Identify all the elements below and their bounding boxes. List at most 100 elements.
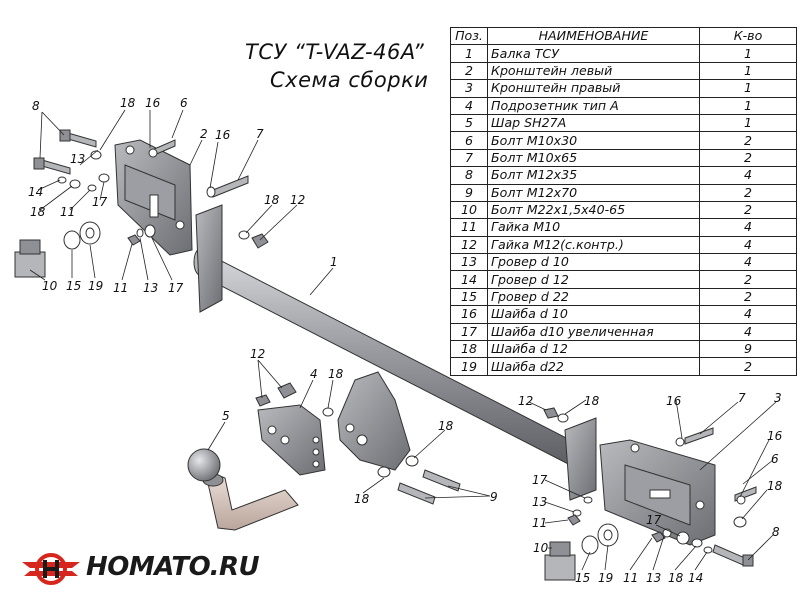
row-name: Гайка М10 (487, 218, 700, 237)
row-quantity: 2 (699, 183, 797, 202)
callout-2: 2 (200, 127, 208, 141)
callout-11: 11 (113, 281, 128, 295)
row-quantity: 2 (699, 200, 797, 220)
callout-3: 3 (774, 391, 782, 405)
row-quantity: 1 (699, 79, 797, 98)
fasteners-right (544, 427, 757, 581)
callout-17: 17 (646, 513, 662, 527)
row-quantity: 9 (699, 340, 797, 359)
row-name: Болт М12х70 (487, 183, 700, 202)
callout-11: 11 (623, 571, 638, 585)
row-position: 3 (450, 79, 488, 98)
callout-13: 13 (143, 281, 158, 295)
callout-1: 1 (330, 255, 338, 269)
callout-12: 12 (518, 394, 533, 408)
callout-17: 17 (532, 473, 548, 487)
callout-19: 19 (88, 279, 103, 293)
homato-logo-icon (22, 553, 80, 585)
left-bracket (114, 139, 193, 256)
callout-6: 6 (180, 96, 188, 110)
row-quantity: 1 (699, 61, 797, 81)
callout-11: 11 (60, 205, 75, 219)
callout-16: 16 (666, 394, 682, 408)
diagram-subtitle: Схема сборки (270, 68, 429, 92)
row-name: Гровер d 12 (487, 270, 700, 289)
callout-15: 15 (575, 571, 590, 585)
row-position: 13 (450, 253, 488, 272)
row-name: Болт М12х35 (487, 166, 700, 185)
tow-beam (193, 204, 597, 501)
row-quantity: 1 (699, 113, 797, 133)
callout-18: 18 (120, 96, 136, 110)
row-quantity: 2 (699, 131, 797, 150)
row-name: Гровер d 10 (487, 253, 700, 272)
row-quantity: 1 (699, 44, 797, 63)
header-quantity: К-во (699, 26, 797, 46)
row-quantity: 4 (699, 218, 797, 237)
parts-table-header: Поз. НАИМЕНОВАНИЕ К-во (450, 26, 797, 46)
callout-18: 18 (264, 193, 280, 207)
callout-16: 16 (215, 128, 231, 142)
callout-13: 13 (646, 571, 661, 585)
row-position: 9 (450, 183, 488, 202)
callout-6: 6 (771, 452, 779, 466)
callout-4: 4 (310, 367, 318, 381)
row-name: Шайба d22 (487, 357, 700, 376)
row-name: Кронштейн левый (487, 61, 700, 81)
callout-18: 18 (668, 571, 684, 585)
row-quantity: 4 (699, 305, 797, 324)
row-name: Болт М10х30 (487, 131, 700, 150)
row-quantity: 4 (699, 235, 797, 255)
row-position: 7 (450, 148, 488, 168)
socket-plate (257, 404, 326, 476)
callout-19: 19 (598, 571, 613, 585)
row-name: Болт М10х65 (487, 148, 700, 168)
callout-9: 9 (490, 490, 498, 504)
callout-18: 18 (767, 479, 783, 493)
callout-18: 18 (584, 394, 600, 408)
callout-10: 10 (533, 541, 549, 555)
row-position: 15 (450, 287, 488, 307)
row-quantity: 2 (699, 287, 797, 307)
row-name: Шайба d 12 (487, 340, 700, 359)
header-name: НАИМЕНОВАНИЕ (487, 26, 700, 46)
callout-14: 14 (28, 185, 43, 199)
callout-18: 18 (30, 205, 46, 219)
callout-8: 8 (32, 99, 40, 113)
row-name: Шайба d10 увеличенная (487, 322, 700, 342)
callout-12: 12 (250, 347, 265, 361)
row-name: Кронштейн правый (487, 79, 700, 98)
callout-10: 10 (42, 279, 58, 293)
fasteners-left (14, 129, 269, 278)
row-quantity: 2 (699, 270, 797, 289)
row-name: Шар SH27A (487, 113, 700, 133)
row-quantity: 1 (699, 96, 797, 115)
callout-8: 8 (772, 525, 780, 539)
row-position: 14 (450, 270, 488, 289)
callout-18: 18 (328, 367, 344, 381)
row-position: 11 (450, 218, 488, 237)
row-position: 10 (450, 200, 488, 220)
callout-18: 18 (354, 492, 370, 506)
tow-ball (187, 448, 299, 531)
callout-5: 5 (222, 409, 230, 423)
diagram-title: ТСУ “T-VAZ-46A” (245, 40, 425, 64)
callout-13: 13 (532, 495, 547, 509)
row-name: Болт М22х1,5х40-65 (487, 200, 700, 220)
